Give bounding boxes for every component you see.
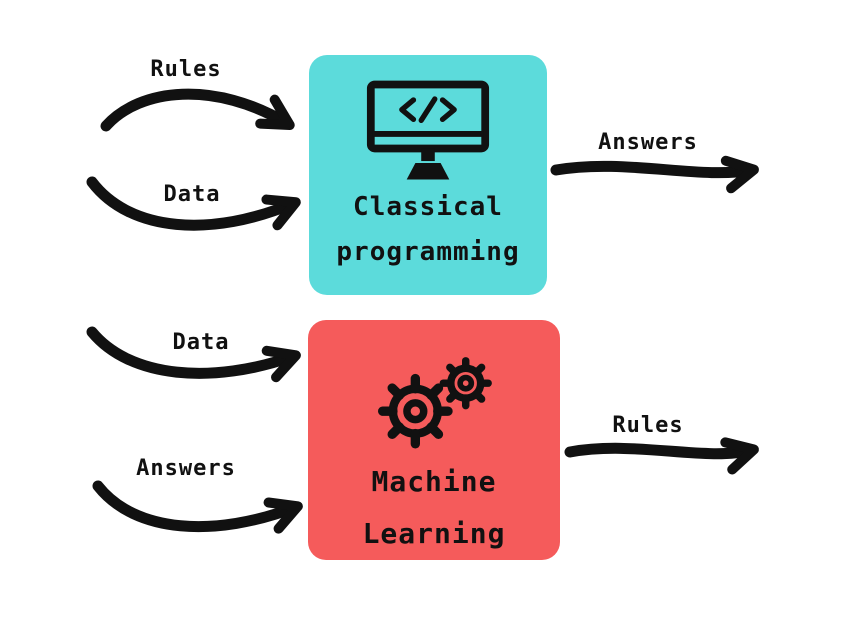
classical-box-title-line1: Classical bbox=[353, 192, 503, 222]
classical-box-title-line2: programming bbox=[336, 237, 520, 267]
arrow-data-to-ml bbox=[86, 326, 301, 383]
arrow-rules-from-ml bbox=[564, 437, 759, 475]
monitor-code-icon bbox=[366, 80, 490, 180]
arrow-answers-to-ml bbox=[92, 480, 303, 534]
ml-box-title-line1: Machine bbox=[371, 465, 497, 498]
gears-icon bbox=[377, 357, 492, 449]
machine-learning-box: Machine Learning bbox=[308, 320, 560, 560]
ml-box-title-line2: Learning bbox=[362, 517, 506, 550]
label-ml-input-answers: Answers bbox=[136, 456, 236, 481]
label-ml-input-data: Data bbox=[172, 330, 230, 355]
label-classical-output-answers: Answers bbox=[598, 130, 698, 155]
arrow-rules-to-classical bbox=[100, 88, 295, 132]
classical-programming-box: Classical programming bbox=[309, 55, 547, 295]
arrow-data-to-classical bbox=[86, 176, 301, 231]
label-ml-output-rules: Rules bbox=[612, 413, 684, 438]
label-classical-input-rules: Rules bbox=[150, 57, 222, 82]
arrow-answers-from-classical bbox=[550, 155, 759, 194]
label-classical-input-data: Data bbox=[163, 182, 221, 207]
